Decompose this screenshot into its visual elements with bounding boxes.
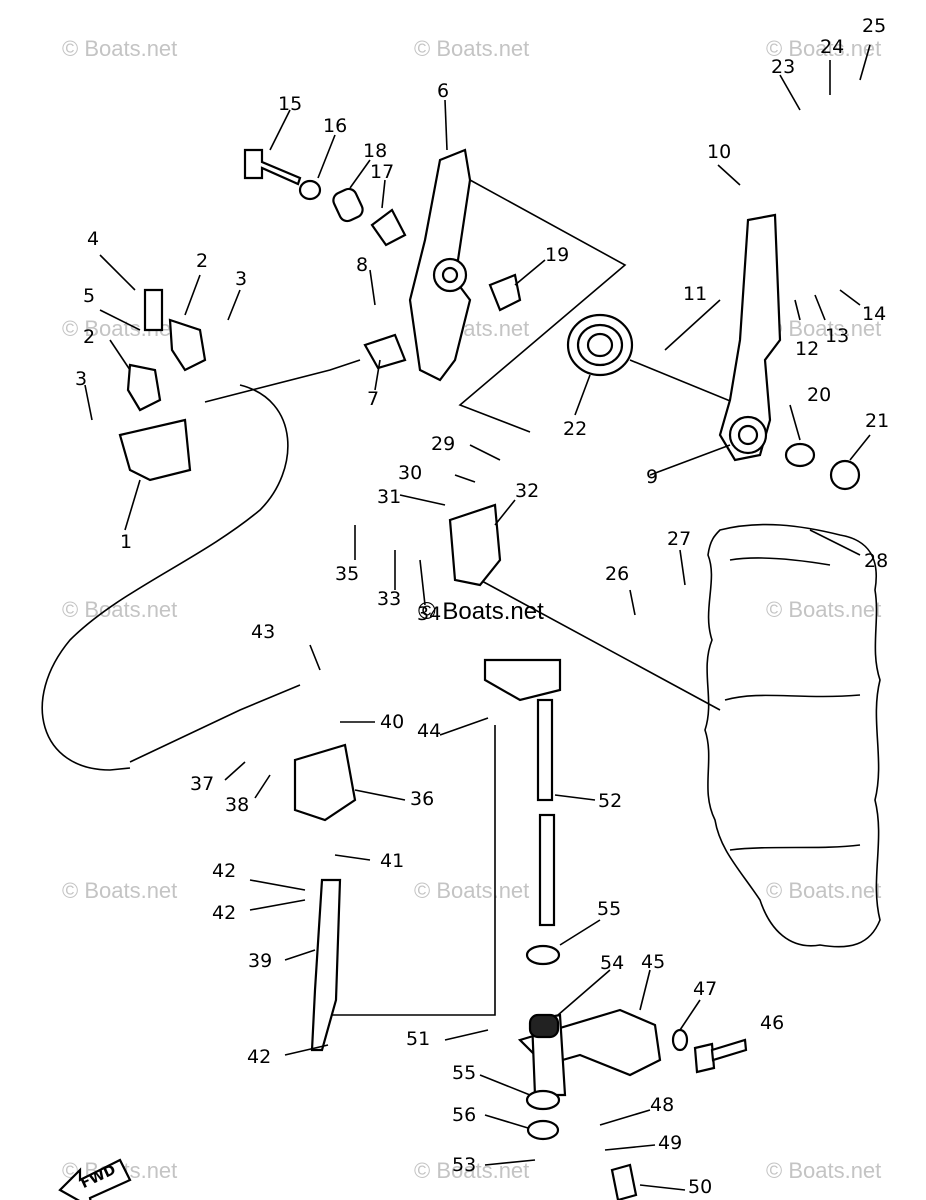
part-number: 7 [367,388,380,410]
part-number: 33 [377,588,402,610]
part-number: 3 [75,368,88,390]
part-number: 2 [196,250,209,272]
part-number: 40 [380,711,405,733]
watermark: © Boats.net [766,316,882,341]
part-number: 9 [646,466,659,488]
part-number: 21 [865,410,890,432]
part-number: 38 [225,794,250,816]
throttle-cable [41,384,289,771]
part-number: 31 [377,486,402,508]
part-number: 51 [406,1028,431,1050]
part-number: 20 [807,384,832,406]
part-number: 42 [247,1046,272,1068]
part-number: 45 [641,951,666,973]
part-number: 25 [862,15,887,37]
part-number: 26 [605,563,630,585]
part-number: 16 [323,115,348,137]
part-number: 55 [597,898,622,920]
part-number: 24 [820,36,845,58]
part-number: 46 [760,1012,785,1034]
center-watermark-label: © Boats.net [418,598,544,625]
part-number: 47 [693,978,718,1000]
part-number: 1 [120,531,133,553]
part-number: 36 [410,788,435,810]
part-number: 11 [683,283,708,305]
part-number: 42 [212,902,237,924]
part-number: 23 [771,56,796,78]
part-number: 44 [417,720,442,742]
watermark: © Boats.net [414,36,530,61]
arm-9 [718,213,782,462]
part-number: 10 [707,141,732,163]
watermark: © Boats.net [766,597,882,622]
part-number: 19 [545,244,570,266]
part-number: 49 [658,1132,683,1154]
part-number: 2 [83,326,96,348]
part-number: 13 [825,325,850,347]
part-number: 39 [248,950,273,972]
part-number: 42 [212,860,237,882]
part-number: 43 [251,621,276,643]
watermark: © Boats.net [414,878,530,903]
watermark: © Boats.net [766,36,882,61]
part-number: 3 [235,268,248,290]
part-number: 17 [370,161,395,183]
part-number: 35 [335,563,360,585]
engine-block-outline [704,523,881,948]
part-number: 56 [452,1104,477,1126]
watermark: © Boats.net [766,1158,882,1183]
part-number: 30 [398,462,423,484]
bracket-1 [118,418,192,482]
part-number: 28 [864,550,889,572]
watermark: © Boats.net [62,36,178,61]
fwd-arrow [58,1158,132,1200]
part-number: 52 [598,790,623,812]
part-number: 29 [431,433,456,455]
part-number: 5 [83,285,96,307]
part-number: 37 [190,773,215,795]
part-number: 15 [278,93,303,115]
part-number: 22 [563,418,588,440]
part-number: 48 [650,1094,675,1116]
part-number: 8 [356,254,369,276]
part-number: 55 [452,1062,477,1084]
part-number: 54 [600,952,625,974]
part-number: 41 [380,850,405,872]
part-number: 50 [688,1176,713,1198]
part-number: 32 [515,480,540,502]
bracket-32 [448,503,502,587]
part-number: 27 [667,528,692,550]
part-number: 14 [862,303,887,325]
bracket-36 [293,743,357,822]
part-number: 53 [452,1154,477,1176]
watermark: © Boats.net [766,878,882,903]
watermark: © Boats.net [62,878,178,903]
part-number: 12 [795,338,820,360]
part-number: 4 [87,228,100,250]
part-number: 34 [417,603,442,625]
part-number: 6 [437,80,450,102]
part-number: 18 [363,140,388,162]
